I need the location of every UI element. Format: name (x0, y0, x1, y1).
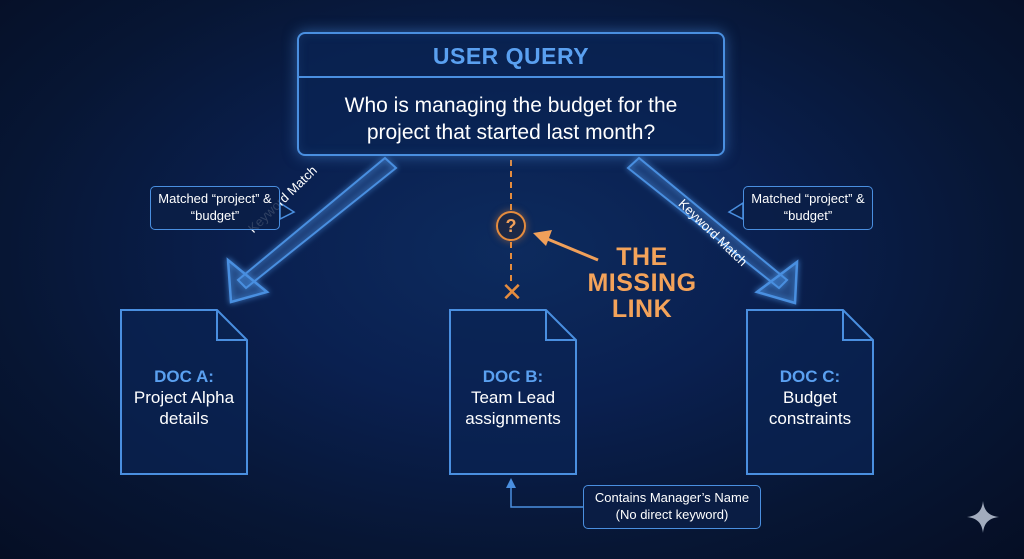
document-icon (449, 309, 577, 475)
doc-c: DOC C: Budget constraints (745, 308, 875, 476)
doc-a-label: DOC A: (154, 367, 214, 386)
sparkle-icon (967, 501, 999, 533)
user-query-text: Who is managing the budget for the proje… (344, 94, 678, 144)
document-icon (120, 309, 248, 475)
doc-c-label: DOC C: (779, 367, 841, 386)
doc-a-line1: Project Alpha (133, 388, 235, 407)
missing-link-line1: THE (616, 243, 668, 271)
callout-manager-line2: (No direct keyword) (615, 507, 729, 522)
user-query-box: USER QUERY Who is managing the budget fo… (297, 32, 725, 156)
doc-b-line2: assignments (465, 409, 561, 428)
missing-link-line2: MISSING (587, 269, 697, 297)
doc-a: DOC A: Project Alpha details (119, 308, 249, 476)
doc-a-line2: details (159, 409, 209, 428)
doc-c-line1: Budget (783, 388, 837, 407)
doc-b-line1: Team Lead (470, 388, 556, 407)
callout-manager-line1: Contains Manager’s Name (594, 490, 750, 505)
callout-manager-name: Contains Manager’s Name (No direct keywo… (583, 485, 761, 529)
missing-link-line3: LINK (611, 295, 673, 323)
cross-icon: ✕ (501, 277, 523, 307)
doc-b-callout-connector (506, 478, 583, 508)
question-mark-icon: ? (496, 211, 526, 241)
missing-link-label: THE MISSING LINK (570, 244, 714, 322)
callout-matched-left: Matched “project” & “budget” (150, 186, 280, 230)
missing-link-pointer-arrow (533, 230, 599, 262)
doc-c-line2: constraints (768, 409, 852, 428)
callout-right-tail (727, 201, 744, 221)
doc-b: DOC B: Team Lead assignments (448, 308, 578, 476)
callout-matched-right: Matched “project” & “budget” (743, 186, 873, 230)
callout-left-tail (279, 201, 296, 221)
keyword-match-arrow-left (226, 156, 398, 304)
document-icon (746, 309, 874, 475)
doc-b-label: DOC B: (482, 367, 544, 386)
user-query-title: USER QUERY (299, 34, 723, 78)
keyword-match-arrow-right (626, 156, 799, 305)
